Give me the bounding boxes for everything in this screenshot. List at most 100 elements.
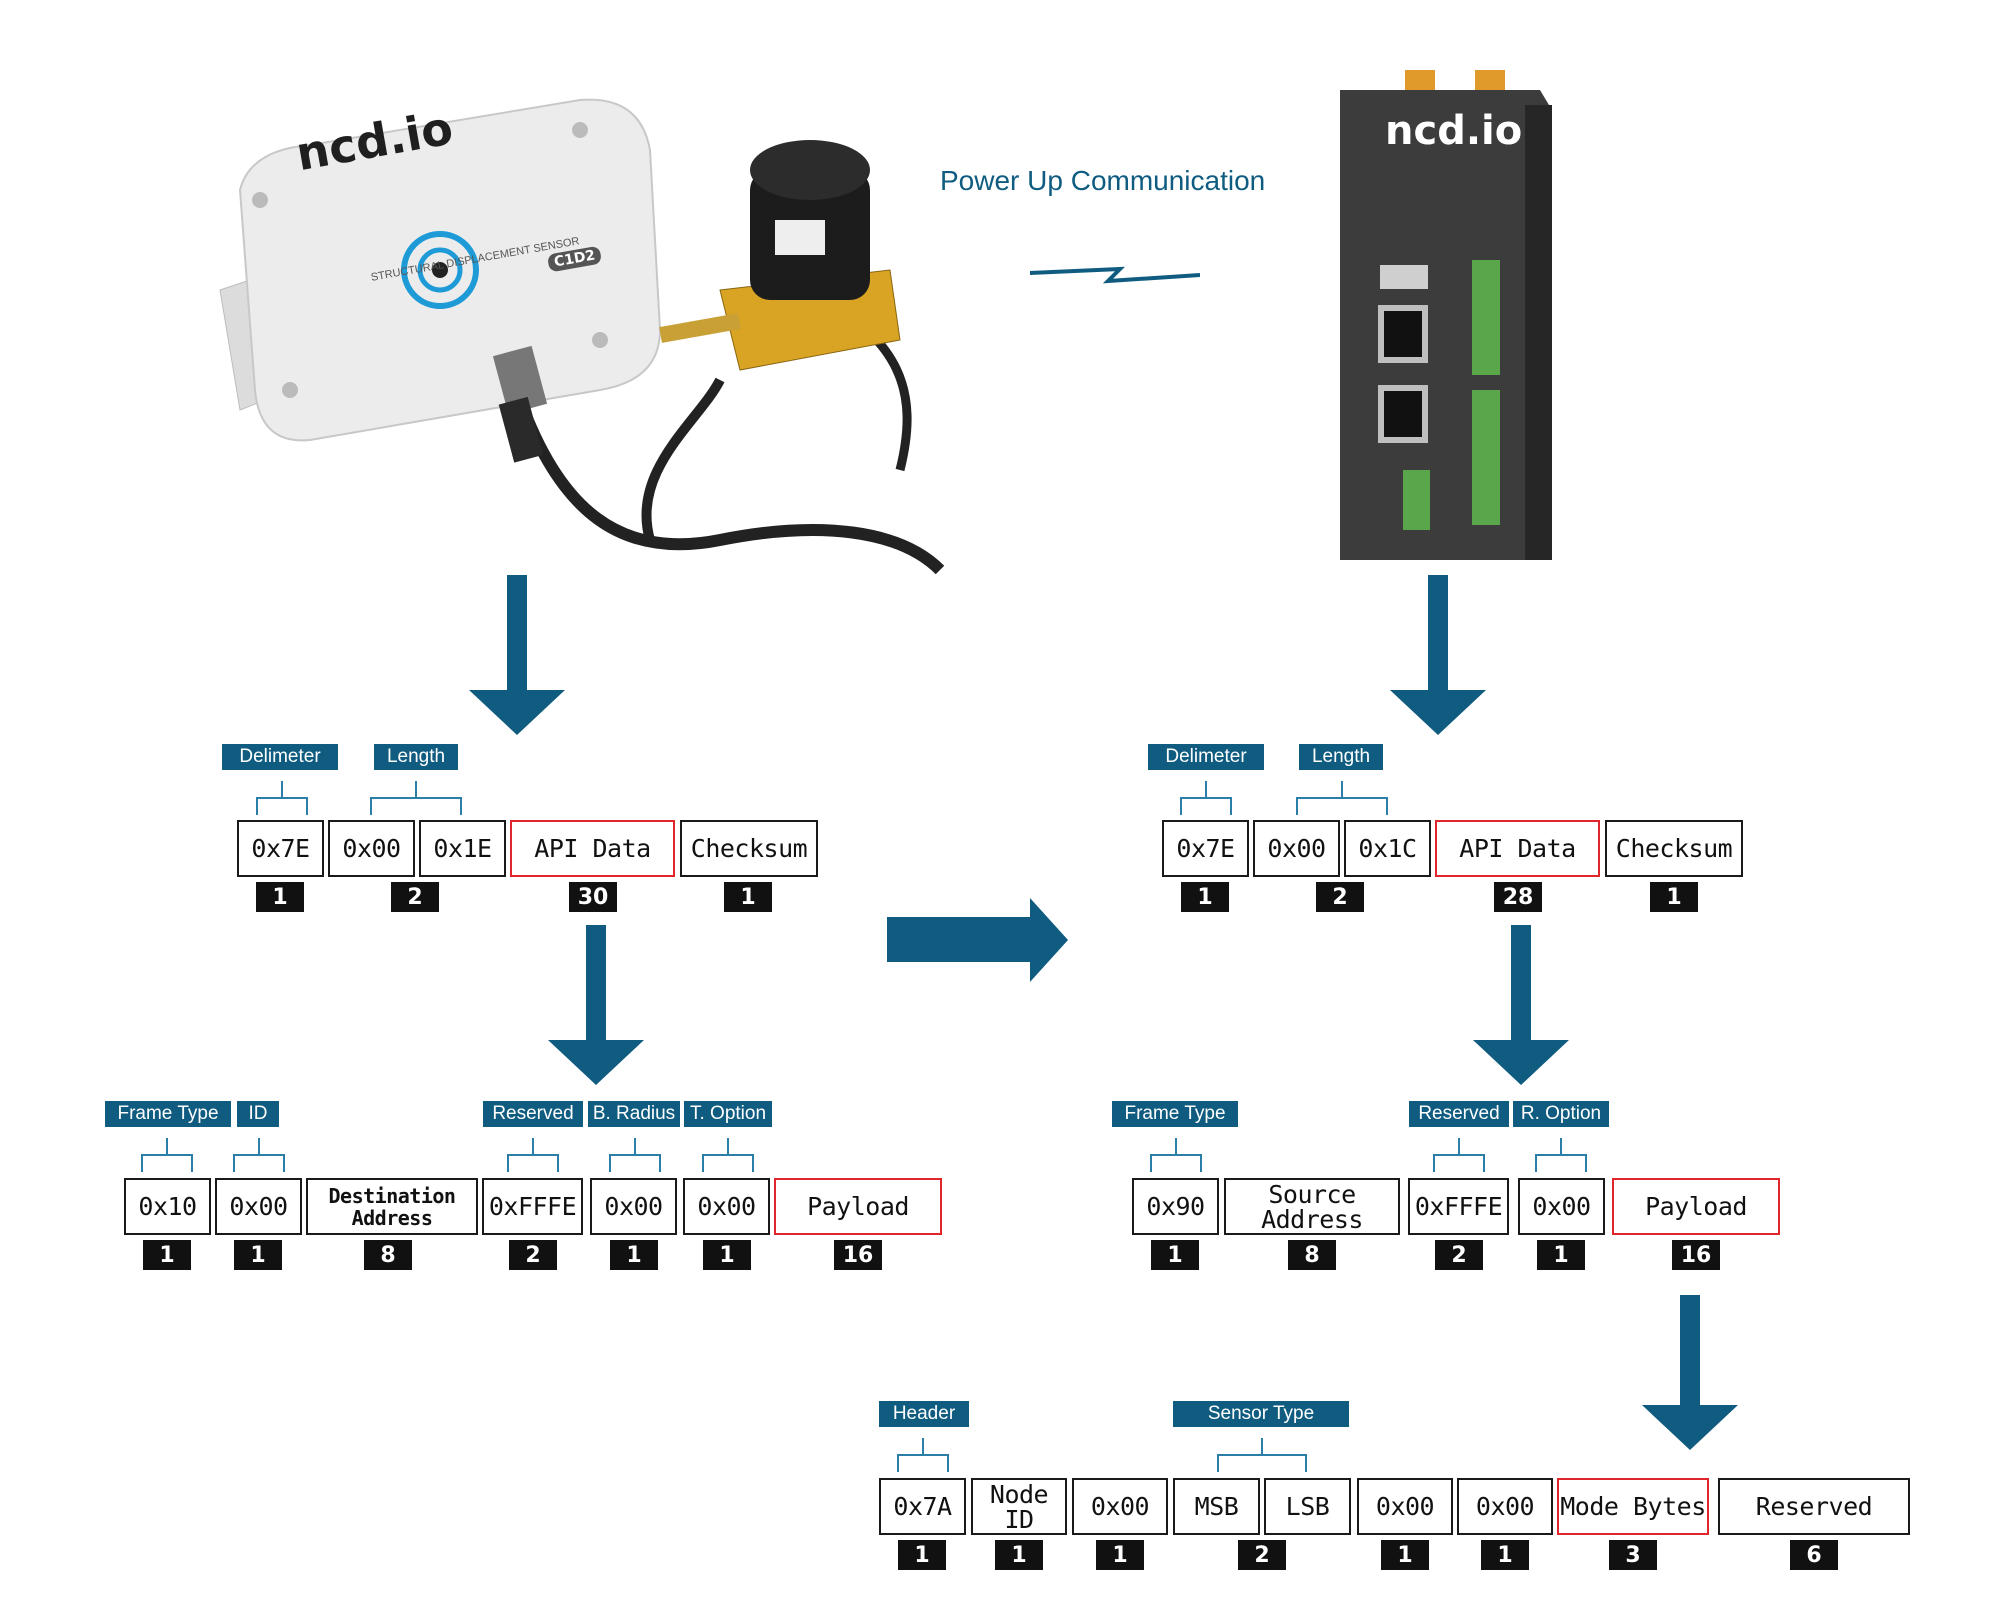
payload-field-node-id: Node ID	[971, 1478, 1067, 1535]
arrow-down-tx-frame	[548, 925, 644, 1085]
tx-frame-field-length-lsb: 0x1E	[419, 820, 506, 877]
tx-api-bracket-frame-type	[141, 1138, 193, 1172]
payload-field-byte-2: 0x00	[1357, 1478, 1453, 1535]
payload-label-header: Header	[879, 1401, 969, 1427]
payload-label-sensor-type: Sensor Type	[1173, 1401, 1349, 1427]
payload-field-reserved: Reserved	[1718, 1478, 1910, 1535]
diagram-title: Power Up Communication	[940, 165, 1266, 196]
payload-count-header: 1	[898, 1540, 946, 1570]
rx-frame-count-delimeter: 1	[1181, 882, 1229, 912]
tx-api-label-b-radius: B. Radius	[588, 1101, 680, 1127]
tx-api-count-frame-type: 1	[143, 1240, 191, 1270]
payload-count-reserved: 6	[1790, 1540, 1838, 1570]
payload-count-byte-1: 1	[1096, 1540, 1144, 1570]
tx-api-bracket-id	[233, 1138, 285, 1172]
rx-frame-label-delimeter: Delimeter	[1148, 744, 1264, 770]
payload-count-node-id: 1	[995, 1540, 1043, 1570]
tx-api-count-b-radius: 1	[610, 1240, 658, 1270]
payload-count-byte-3: 1	[1481, 1540, 1529, 1570]
rx-frame-field-delimeter: 0x7E	[1162, 820, 1249, 877]
rx-frame-bracket-delimeter	[1180, 781, 1232, 815]
tx-api-field-t-option: 0x00	[683, 1178, 770, 1235]
tx-api-label-id: ID	[237, 1101, 279, 1127]
payload-count-sensor-type: 2	[1238, 1540, 1286, 1570]
rx-frame-count-length: 2	[1316, 882, 1364, 912]
rx-api-label-reserved: Reserved	[1409, 1101, 1509, 1127]
rx-api-field-payload: Payload	[1612, 1178, 1780, 1235]
rx-frame-field-api-data: API Data	[1435, 820, 1600, 877]
tx-frame-count-delimeter: 1	[256, 882, 304, 912]
rx-api-field-reserved: 0xFFFE	[1408, 1178, 1509, 1235]
rx-api-bracket-reserved	[1433, 1138, 1485, 1172]
tx-frame-bracket-delimeter	[256, 781, 308, 815]
arrow-down-sensor	[469, 575, 565, 735]
rx-frame-bracket-length	[1296, 781, 1388, 815]
arrow-down-rx-payload	[1642, 1295, 1738, 1450]
rx-frame-count-checksum: 1	[1650, 882, 1698, 912]
rx-api-count-reserved: 2	[1435, 1240, 1483, 1270]
tx-api-field-id: 0x00	[215, 1178, 302, 1235]
rx-api-field-r-option: 0x00	[1518, 1178, 1605, 1235]
tx-api-field-destination-address: Destination Address	[306, 1178, 478, 1235]
wireless-link-icon	[1030, 266, 1200, 284]
tx-api-count-t-option: 1	[703, 1240, 751, 1270]
rx-api-field-source-address: Source Address	[1224, 1178, 1400, 1235]
tx-frame-count-api-data: 30	[569, 882, 617, 912]
rx-api-bracket-r-option	[1535, 1138, 1587, 1172]
rx-api-count-frame-type: 1	[1151, 1240, 1199, 1270]
tx-frame-label-length: Length	[374, 744, 458, 770]
tx-api-label-frame-type: Frame Type	[105, 1101, 231, 1127]
arrow-right-forward	[887, 898, 1068, 982]
rx-frame-field-length-lsb: 0x1C	[1344, 820, 1431, 877]
payload-field-mode-bytes: Mode Bytes	[1557, 1478, 1709, 1535]
payload-field-header: 0x7A	[879, 1478, 966, 1535]
payload-count-mode-bytes: 3	[1609, 1540, 1657, 1570]
arrow-down-rx-frame	[1473, 925, 1569, 1085]
tx-frame-field-length-msb: 0x00	[328, 820, 415, 877]
tx-frame-field-api-data: API Data	[510, 820, 675, 877]
tx-api-bracket-t-option	[702, 1138, 754, 1172]
payload-field-byte-3: 0x00	[1457, 1478, 1553, 1535]
payload-bracket-sensor-type	[1217, 1438, 1307, 1472]
rx-api-field-frame-type: 0x90	[1132, 1178, 1219, 1235]
rx-frame-field-length-msb: 0x00	[1253, 820, 1340, 877]
tx-api-label-t-option: T. Option	[684, 1101, 772, 1127]
tx-api-label-reserved: Reserved	[483, 1101, 583, 1127]
tx-frame-label-delimeter: Delimeter	[222, 744, 338, 770]
tx-api-field-b-radius: 0x00	[590, 1178, 677, 1235]
payload-field-byte-1: 0x00	[1072, 1478, 1168, 1535]
tx-api-bracket-reserved	[507, 1138, 559, 1172]
gateway-brand-logo: ncd.io	[1385, 108, 1523, 154]
tx-api-field-reserved: 0xFFFE	[482, 1178, 583, 1235]
tx-api-count-payload: 16	[834, 1240, 882, 1270]
tx-api-count-destination-address: 8	[364, 1240, 412, 1270]
payload-field-sensor-type-msb: MSB	[1173, 1478, 1260, 1535]
payload-count-byte-2: 1	[1381, 1540, 1429, 1570]
arrow-down-gateway	[1390, 575, 1486, 735]
rx-api-label-r-option: R. Option	[1513, 1101, 1609, 1127]
rx-api-count-source-address: 8	[1288, 1240, 1336, 1270]
rx-frame-count-api-data: 28	[1494, 882, 1542, 912]
rx-api-count-payload: 16	[1672, 1240, 1720, 1270]
tx-api-count-reserved: 2	[509, 1240, 557, 1270]
rx-api-label-frame-type: Frame Type	[1112, 1101, 1238, 1127]
tx-frame-count-checksum: 1	[724, 882, 772, 912]
tx-api-bracket-b-radius	[609, 1138, 661, 1172]
tx-frame-field-checksum: Checksum	[680, 820, 818, 877]
tx-frame-count-length: 2	[391, 882, 439, 912]
rx-frame-label-length: Length	[1299, 744, 1383, 770]
tx-frame-bracket-length	[370, 781, 462, 815]
displacement-sensor-illustration	[219, 98, 945, 575]
tx-api-count-id: 1	[234, 1240, 282, 1270]
tx-api-field-payload: Payload	[774, 1178, 942, 1235]
gateway-device-illustration	[1340, 70, 1552, 560]
payload-bracket-header	[897, 1438, 949, 1472]
tx-frame-field-delimeter: 0x7E	[237, 820, 324, 877]
rx-api-bracket-frame-type	[1150, 1138, 1202, 1172]
tx-api-field-frame-type: 0x10	[124, 1178, 211, 1235]
rx-api-count-r-option: 1	[1537, 1240, 1585, 1270]
rx-frame-field-checksum: Checksum	[1605, 820, 1743, 877]
payload-field-sensor-type-lsb: LSB	[1264, 1478, 1351, 1535]
